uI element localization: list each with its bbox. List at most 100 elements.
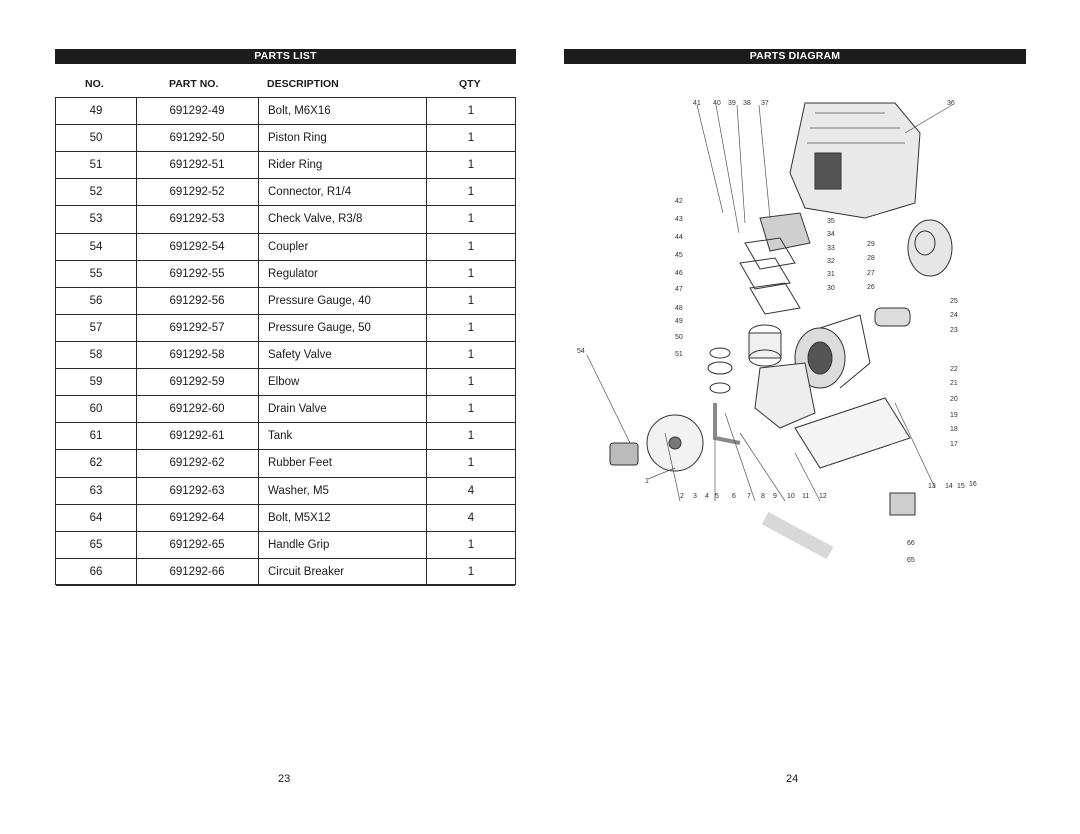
callout-label: 23 bbox=[950, 327, 958, 334]
part-number: 691292-52 bbox=[169, 186, 225, 199]
callout-label: 14 bbox=[945, 483, 953, 490]
part-number: 691292-66 bbox=[169, 565, 225, 578]
part-description: Pressure Gauge, 50 bbox=[268, 321, 371, 334]
callout-label: 29 bbox=[867, 241, 875, 248]
callout-label: 17 bbox=[950, 441, 958, 448]
part-number-index: 63 bbox=[89, 484, 103, 497]
part-description: Tank bbox=[268, 430, 293, 443]
callout-label: 18 bbox=[950, 426, 958, 433]
base-tray bbox=[794, 397, 911, 469]
part-number-index: 49 bbox=[89, 105, 103, 117]
part-number: 691292-58 bbox=[169, 349, 225, 361]
callout-label: 38 bbox=[743, 100, 751, 107]
callout-label: 1 bbox=[645, 478, 649, 485]
callout-label: 51 bbox=[675, 351, 683, 358]
callout-label: 15 bbox=[957, 483, 965, 490]
coupler bbox=[609, 442, 639, 466]
callout-label: 22 bbox=[950, 366, 958, 373]
part-quantity: 1 bbox=[467, 403, 475, 416]
part-quantity: 1 bbox=[467, 376, 475, 389]
part-quantity: 1 bbox=[467, 294, 475, 307]
callout-label: 25 bbox=[950, 298, 958, 305]
part-number: 691292-65 bbox=[169, 538, 225, 551]
part-quantity: 1 bbox=[467, 430, 475, 443]
callout-label: 41 bbox=[693, 100, 701, 107]
part-number-index: 62 bbox=[89, 457, 103, 470]
part-description: Drain Valve bbox=[268, 403, 327, 416]
part-quantity: 1 bbox=[467, 267, 475, 280]
part-number-index: 65 bbox=[89, 538, 103, 551]
elbow bbox=[713, 403, 741, 445]
callout-label: 19 bbox=[950, 412, 958, 419]
callout-label: 28 bbox=[867, 255, 875, 262]
part-number: 691292-56 bbox=[169, 294, 225, 307]
part-number: 691292-50 bbox=[169, 132, 225, 145]
part-number: 691292-59 bbox=[169, 376, 225, 389]
table-row: 57 691292-57 Pressure Gauge, 50 1 bbox=[56, 315, 515, 342]
part-description: Handle Grip bbox=[268, 538, 330, 551]
part-number: 691292-60 bbox=[169, 403, 225, 416]
callout-label: 31 bbox=[827, 271, 835, 278]
callout-label: 34 bbox=[827, 231, 835, 238]
callout-label: 44 bbox=[675, 234, 683, 241]
part-number-index: 56 bbox=[89, 294, 103, 307]
part-description: Bolt, M5X12 bbox=[268, 511, 331, 524]
part-number: 691292-53 bbox=[169, 213, 225, 226]
callout-label: 21 bbox=[950, 380, 958, 387]
part-quantity: 1 bbox=[467, 105, 475, 117]
part-quantity: 4 bbox=[467, 484, 475, 497]
part-quantity: 1 bbox=[467, 321, 475, 334]
callout-label: 9 bbox=[773, 493, 777, 500]
valve-plate bbox=[759, 212, 811, 252]
callout-label: 26 bbox=[867, 284, 875, 291]
part-quantity: 1 bbox=[467, 349, 475, 361]
part-number-index: 61 bbox=[89, 430, 103, 443]
callout-label: 37 bbox=[761, 100, 769, 107]
part-description: Safety Valve bbox=[268, 349, 332, 361]
callout-label: 11 bbox=[802, 493, 809, 500]
part-number-index: 52 bbox=[89, 186, 103, 199]
part-quantity: 1 bbox=[467, 186, 475, 199]
part-number: 691292-62 bbox=[169, 457, 225, 470]
part-number-index: 57 bbox=[89, 321, 103, 334]
table-row: 52 691292-52 Connector, R1/4 1 bbox=[56, 179, 515, 207]
part-number-index: 59 bbox=[89, 376, 103, 389]
part-number-index: 53 bbox=[89, 213, 103, 226]
part-number: 691292-57 bbox=[169, 321, 225, 334]
callout-label: 54 bbox=[577, 348, 585, 355]
callout-label: 13 bbox=[928, 483, 936, 490]
part-description: Regulator bbox=[268, 267, 318, 280]
part-description: Connector, R1/4 bbox=[268, 186, 352, 199]
col-no-header: NO. bbox=[85, 78, 104, 90]
callout-label: 47 bbox=[675, 286, 683, 293]
shroud-cover bbox=[789, 102, 921, 219]
part-number: 691292-64 bbox=[169, 511, 225, 524]
part-number-index: 54 bbox=[89, 240, 103, 253]
parts-list-header: PARTS LIST bbox=[55, 49, 516, 64]
callout-label: 4 bbox=[705, 493, 709, 500]
handle-grip bbox=[761, 511, 834, 560]
callout-label: 48 bbox=[675, 305, 683, 312]
part-quantity: 1 bbox=[467, 132, 475, 145]
part-description: Coupler bbox=[268, 240, 309, 253]
callout-label: 35 bbox=[827, 218, 835, 225]
parts-diagram-header: PARTS DIAGRAM bbox=[564, 49, 1026, 64]
part-number-index: 55 bbox=[89, 267, 103, 280]
table-header: NO. PART NO. DESCRIPTION QTY bbox=[55, 78, 516, 94]
part-quantity: 1 bbox=[467, 457, 475, 470]
part-description: Washer, M5 bbox=[268, 484, 329, 497]
capacitor bbox=[874, 307, 911, 327]
part-number-index: 58 bbox=[89, 349, 103, 361]
